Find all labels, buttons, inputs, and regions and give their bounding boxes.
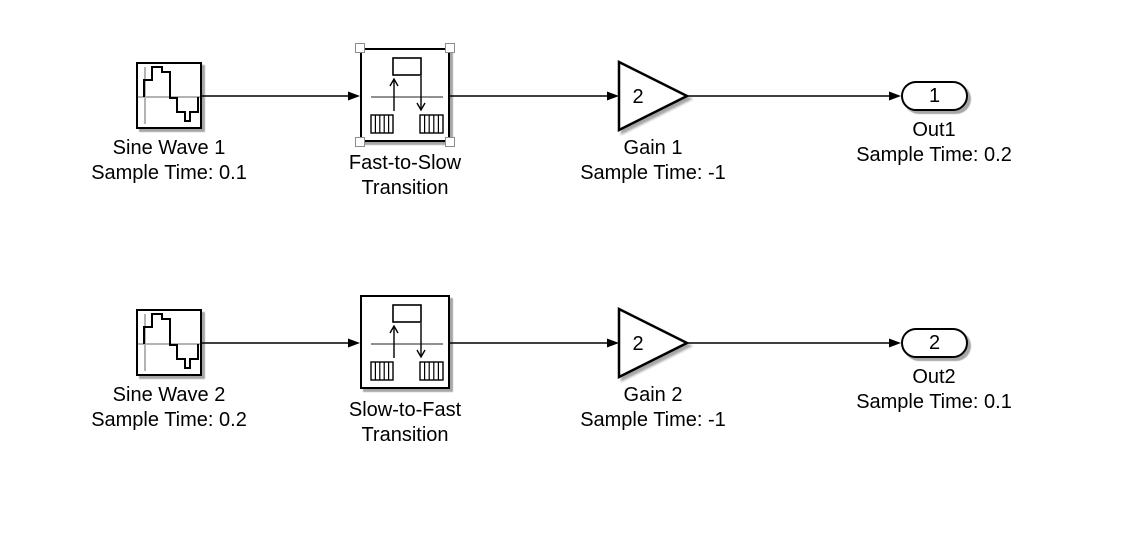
sample-time-annotation: Sample Time: -1 <box>580 409 726 431</box>
gain-value: 2 <box>632 86 643 108</box>
sine-wave-1-label[interactable]: Sine Wave 1 Sample Time: 0.1 <box>39 136 299 186</box>
sample-time-annotation: Sample Time: 0.1 <box>856 391 1012 413</box>
sine-wave-icon <box>138 66 200 124</box>
rate-transition-icon <box>370 57 444 134</box>
signal-wire[interactable] <box>450 338 619 348</box>
block-name: Transition <box>361 177 449 199</box>
signal-wire[interactable] <box>687 338 901 348</box>
sine-wave-1-block[interactable] <box>136 62 202 129</box>
block-name: Out2 <box>912 366 956 388</box>
rate-transition-icon <box>370 304 444 381</box>
block-name: Gain 1 <box>623 137 683 159</box>
sample-time-annotation: Sample Time: -1 <box>580 162 726 184</box>
arrowhead-icon <box>348 338 360 348</box>
rate-transition-1-block[interactable] <box>355 43 455 147</box>
block-name: Slow-to-Fast <box>348 399 462 421</box>
gain-1-block[interactable]: 2 <box>615 58 691 134</box>
selection-handle[interactable] <box>445 43 455 53</box>
sample-time-annotation: Sample Time: 0.1 <box>91 162 247 184</box>
block-name: Out1 <box>912 119 956 141</box>
sine-wave-icon <box>138 313 200 371</box>
arrowhead-icon <box>348 91 360 101</box>
signal-wire[interactable] <box>450 91 619 101</box>
outport-number: 1 <box>928 84 941 107</box>
sine-wave-2-label[interactable]: Sine Wave 2 Sample Time: 0.2 <box>39 383 299 433</box>
sine-wave-2-block[interactable] <box>136 309 202 376</box>
rate-transition-2-block[interactable] <box>360 295 450 389</box>
gain-1-label[interactable]: Gain 1 Sample Time: -1 <box>523 136 783 186</box>
signal-wire[interactable] <box>687 91 901 101</box>
selection-handle[interactable] <box>445 137 455 147</box>
sample-time-annotation: Sample Time: 0.2 <box>91 409 247 431</box>
selection-handle[interactable] <box>355 137 365 147</box>
outport-1-label[interactable]: Out1 Sample Time: 0.2 <box>804 118 1064 168</box>
outport-2-label[interactable]: Out2 Sample Time: 0.1 <box>804 365 1064 415</box>
gain-2-block[interactable]: 2 <box>615 305 691 381</box>
block-name: Fast-to-Slow <box>348 152 462 174</box>
block-name: Gain 2 <box>623 384 683 406</box>
outport-1-block[interactable]: 1 <box>901 81 968 111</box>
sample-time-annotation: Sample Time: 0.2 <box>856 144 1012 166</box>
rate-transition-1-label[interactable]: Fast-to-Slow Transition <box>275 151 535 201</box>
gain-value: 2 <box>632 333 643 355</box>
block-name: Sine Wave 1 <box>112 137 226 159</box>
gain-2-label[interactable]: Gain 2 Sample Time: -1 <box>523 383 783 433</box>
signal-wire[interactable] <box>202 91 360 101</box>
rate-transition-2-label[interactable]: Slow-to-Fast Transition <box>275 398 535 448</box>
outport-number: 2 <box>928 331 941 354</box>
signal-wire[interactable] <box>202 338 360 348</box>
selection-handle[interactable] <box>355 43 365 53</box>
outport-2-block[interactable]: 2 <box>901 328 968 358</box>
arrowhead-icon <box>889 338 901 348</box>
block-name: Transition <box>361 424 449 446</box>
arrowhead-icon <box>889 91 901 101</box>
block-name: Sine Wave 2 <box>112 384 226 406</box>
